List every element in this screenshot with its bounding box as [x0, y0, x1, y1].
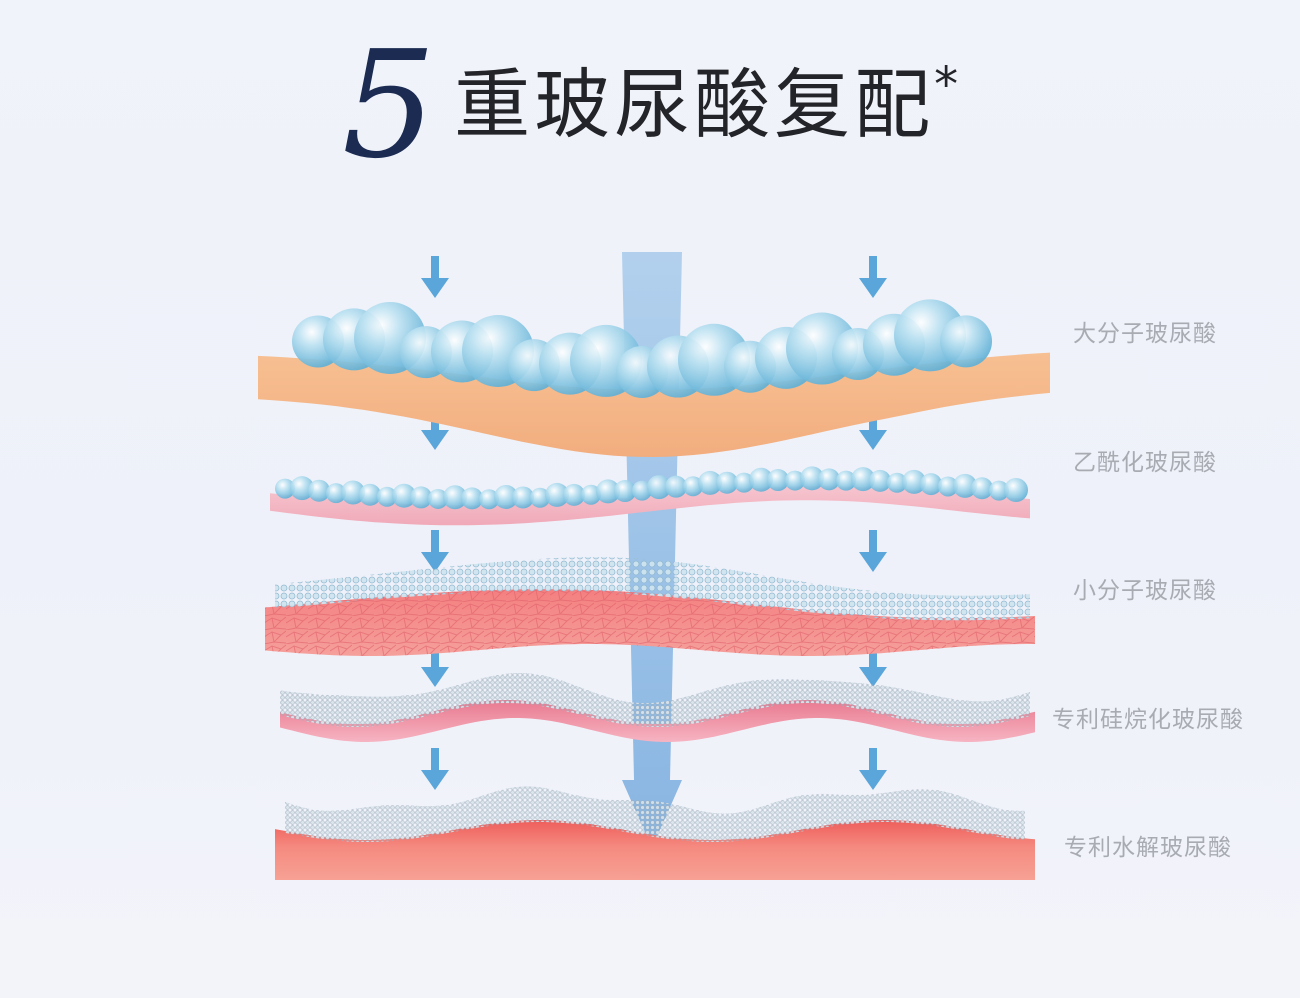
layer-label-3: 小分子玻尿酸 [1073, 578, 1217, 604]
bubble [341, 480, 365, 505]
bubble [938, 476, 958, 497]
bubble [953, 473, 977, 498]
bubble [530, 487, 550, 508]
arrow-down-icon [421, 530, 449, 572]
bubble [734, 472, 754, 493]
bubble [920, 473, 942, 496]
bubble [563, 483, 585, 506]
bubble [767, 469, 789, 492]
bubble [275, 478, 295, 499]
bubble [545, 482, 569, 507]
title-number: 5 [341, 19, 437, 191]
bubble [785, 470, 805, 491]
arrow-down-icon [859, 645, 887, 687]
layer-label-1: 大分子玻尿酸 [1073, 321, 1217, 347]
bubble [971, 477, 993, 500]
layer-3-bubbles [275, 557, 1030, 621]
layer-3-texture [265, 589, 1035, 656]
title-asterisk: * [934, 57, 959, 113]
bubble [800, 466, 824, 491]
bubble [818, 468, 840, 491]
bubble [494, 484, 518, 509]
bubble [989, 480, 1009, 501]
bubble [308, 479, 330, 502]
bubble [359, 483, 381, 506]
bubble [410, 486, 432, 509]
bubble [683, 476, 703, 497]
layer-2-slab [270, 486, 1030, 526]
arrow-down-icon [859, 256, 887, 298]
bubble [632, 480, 652, 501]
arrow-down-icon [859, 530, 887, 572]
title-text: 重玻尿酸复配 [454, 60, 935, 149]
bubble [290, 476, 314, 501]
arrow-down-icon [421, 256, 449, 298]
bubble [614, 480, 636, 503]
layer-label-4: 专利硅烷化玻尿酸 [1052, 707, 1244, 733]
layer-5-slab [275, 820, 1035, 880]
bubble [869, 469, 891, 492]
arrow-down-icon [859, 748, 887, 790]
bubble [851, 467, 875, 492]
bubble [836, 470, 856, 491]
bubble [749, 467, 773, 492]
bubble [647, 475, 671, 500]
bubble [887, 472, 907, 493]
layer-5-dots [285, 786, 1025, 842]
layer-label-5: 专利水解玻尿酸 [1064, 835, 1232, 861]
bubble [512, 486, 534, 509]
bubble [940, 315, 992, 368]
bubble [428, 488, 448, 509]
bubble [392, 483, 416, 508]
bubble [326, 483, 346, 504]
bubble [461, 487, 483, 510]
layer-label-2: 乙酰化玻尿酸 [1073, 450, 1217, 476]
bubble [377, 486, 397, 507]
layer-4-slab [280, 700, 1035, 742]
bubble [479, 489, 499, 510]
layer-4-dots [280, 673, 1030, 727]
bubble [443, 485, 467, 510]
arrow-down-icon [421, 645, 449, 687]
bubble [902, 469, 926, 494]
bubble [596, 479, 620, 504]
bubble [665, 475, 687, 498]
bubble [716, 471, 738, 494]
bubble [698, 470, 722, 495]
bubble [581, 484, 601, 505]
bubble [1004, 477, 1028, 502]
arrow-down-icon [421, 748, 449, 790]
